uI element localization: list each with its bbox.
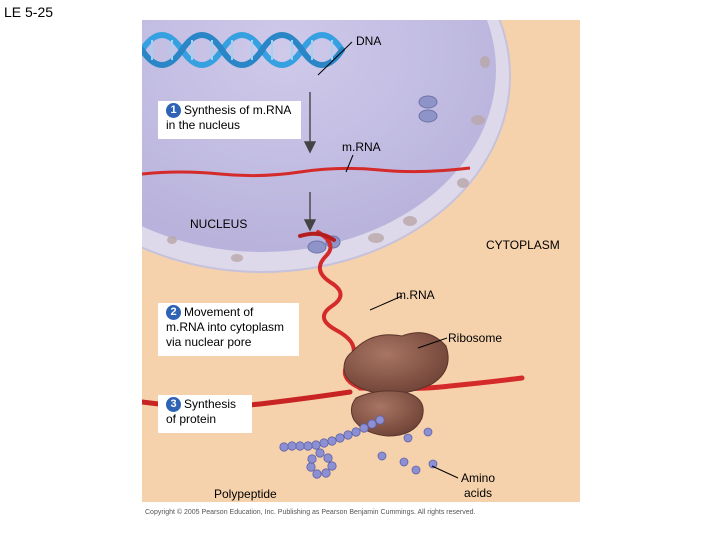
- amino-acids-label: Amino acids: [461, 471, 496, 500]
- nuclear-pore-upper: [418, 95, 438, 123]
- slide-title: LE 5-25: [4, 4, 54, 20]
- nucleus-label: NUCLEUS: [190, 217, 248, 231]
- polypeptide-label: Polypeptide: [214, 487, 277, 501]
- step-1-badge: 1: [166, 103, 181, 118]
- polypeptide-chain: [279, 415, 385, 479]
- cytoplasm-label: CYTOPLASM: [486, 238, 560, 252]
- mrna-nucleus-label: m.RNA: [342, 140, 381, 154]
- ribosome-label: Ribosome: [448, 331, 503, 345]
- dna-helix: [142, 32, 345, 68]
- ribosome: [343, 332, 449, 437]
- copyright-notice: Copyright © 2005 Pearson Education, Inc.…: [145, 509, 476, 516]
- step-2-text: Movement of m.RNA into cytoplasm via nuc…: [166, 305, 285, 349]
- step-1-text: Synthesis of m.RNA in the nucleus: [166, 103, 291, 132]
- envelope-texture: [167, 56, 490, 262]
- mrna-strand-nucleus: [142, 166, 471, 178]
- step-3-text: Synthesis of protein: [166, 397, 237, 426]
- step-3-badge: 3: [166, 397, 181, 412]
- dna-rungs: [151, 40, 333, 60]
- step-2-badge: 2: [166, 305, 181, 320]
- nucleus-region: [142, 20, 496, 252]
- amino-acids: [377, 427, 438, 475]
- pointer-lines: [317, 41, 459, 479]
- mrna-cytoplasm-label: m.RNA: [396, 288, 435, 302]
- dna-label: DNA: [356, 34, 382, 48]
- flow-arrows: [303, 92, 317, 232]
